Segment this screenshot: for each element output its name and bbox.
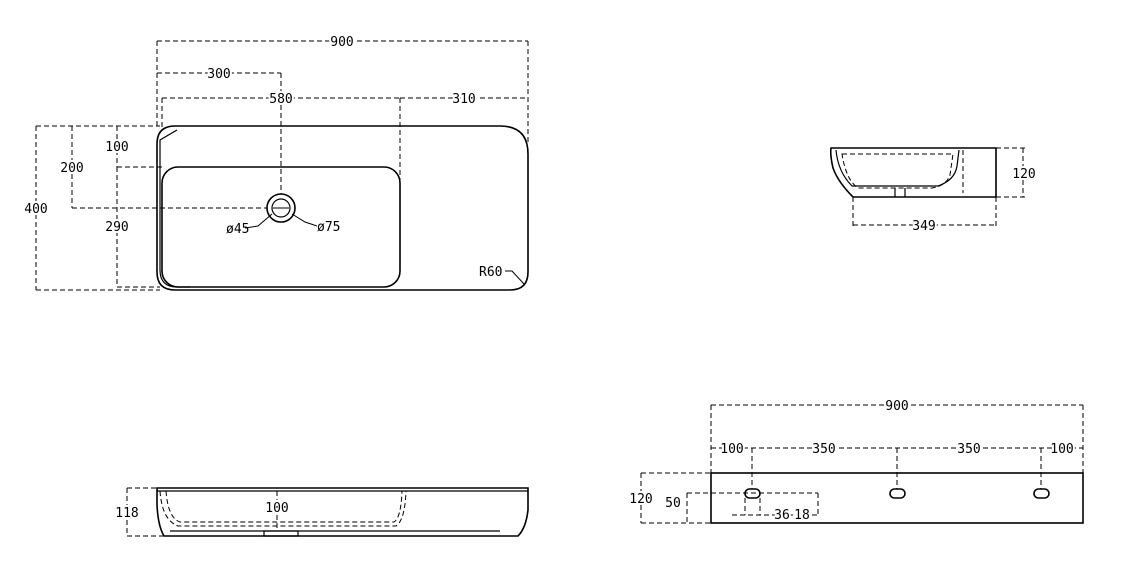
front-view-hidden-basin-inner [165, 490, 403, 523]
dim-text-118: 118 [115, 506, 138, 521]
side-view-drain [894, 188, 906, 197]
front-view-hidden-basin [159, 490, 407, 527]
dim-text-349: 349 [912, 219, 935, 234]
drain-inner-circle [271, 198, 291, 218]
side-view: 120 349 [829, 147, 1038, 236]
dim-text-front-100: 100 [265, 501, 288, 516]
dim-text-r60: R60 [479, 265, 502, 280]
dim-text-290: 290 [105, 220, 128, 235]
dim-text-dia-45: ø45 [226, 222, 249, 237]
side-view-bowl-inner [835, 149, 960, 187]
dim-text-rear-900: 900 [885, 399, 908, 414]
top-view-basin-outline [161, 166, 401, 288]
side-view-hidden-bowl [841, 153, 954, 189]
leader-dia-75 [291, 213, 318, 227]
top-view-outer-outline [156, 125, 529, 291]
dim-text-dia-75: ø75 [317, 220, 340, 235]
dim-text-200: 200 [60, 161, 83, 176]
dim-text-slot-spacing-1: 350 [812, 442, 835, 457]
leader-dia-45 [244, 213, 273, 229]
mounting-slot-2 [889, 488, 906, 499]
dim-text-900-top: 900 [330, 35, 353, 50]
dim-text-slot-edge-right: 100 [1050, 442, 1073, 457]
top-view: 900 300 580 310 400 200 100 290 ø45 ø75 [22, 33, 529, 291]
front-view: 118 100 [113, 487, 529, 537]
rear-view: 900 100 350 350 100 120 50 36 18 [627, 397, 1084, 525]
dim-text-rear-120: 120 [629, 492, 652, 507]
dim-text-300: 300 [207, 67, 230, 82]
front-view-outline [156, 487, 529, 537]
dim-text-100-top: 100 [105, 140, 128, 155]
front-view-drain [263, 530, 299, 537]
dim-text-slot-spacing-2: 350 [957, 442, 980, 457]
leader-r60 [505, 270, 525, 285]
dim-text-36: 36 [774, 508, 790, 523]
dim-text-rear-50: 50 [665, 496, 681, 511]
side-view-outline [829, 147, 997, 198]
dim-text-side-120: 120 [1012, 167, 1035, 182]
dim-text-400: 400 [24, 202, 47, 217]
dim-text-310: 310 [452, 92, 475, 107]
dim-text-580: 580 [269, 92, 292, 107]
mounting-slot-3 [1033, 488, 1050, 499]
dim-text-18: 18 [794, 508, 810, 523]
dim-text-slot-edge-left: 100 [720, 442, 743, 457]
